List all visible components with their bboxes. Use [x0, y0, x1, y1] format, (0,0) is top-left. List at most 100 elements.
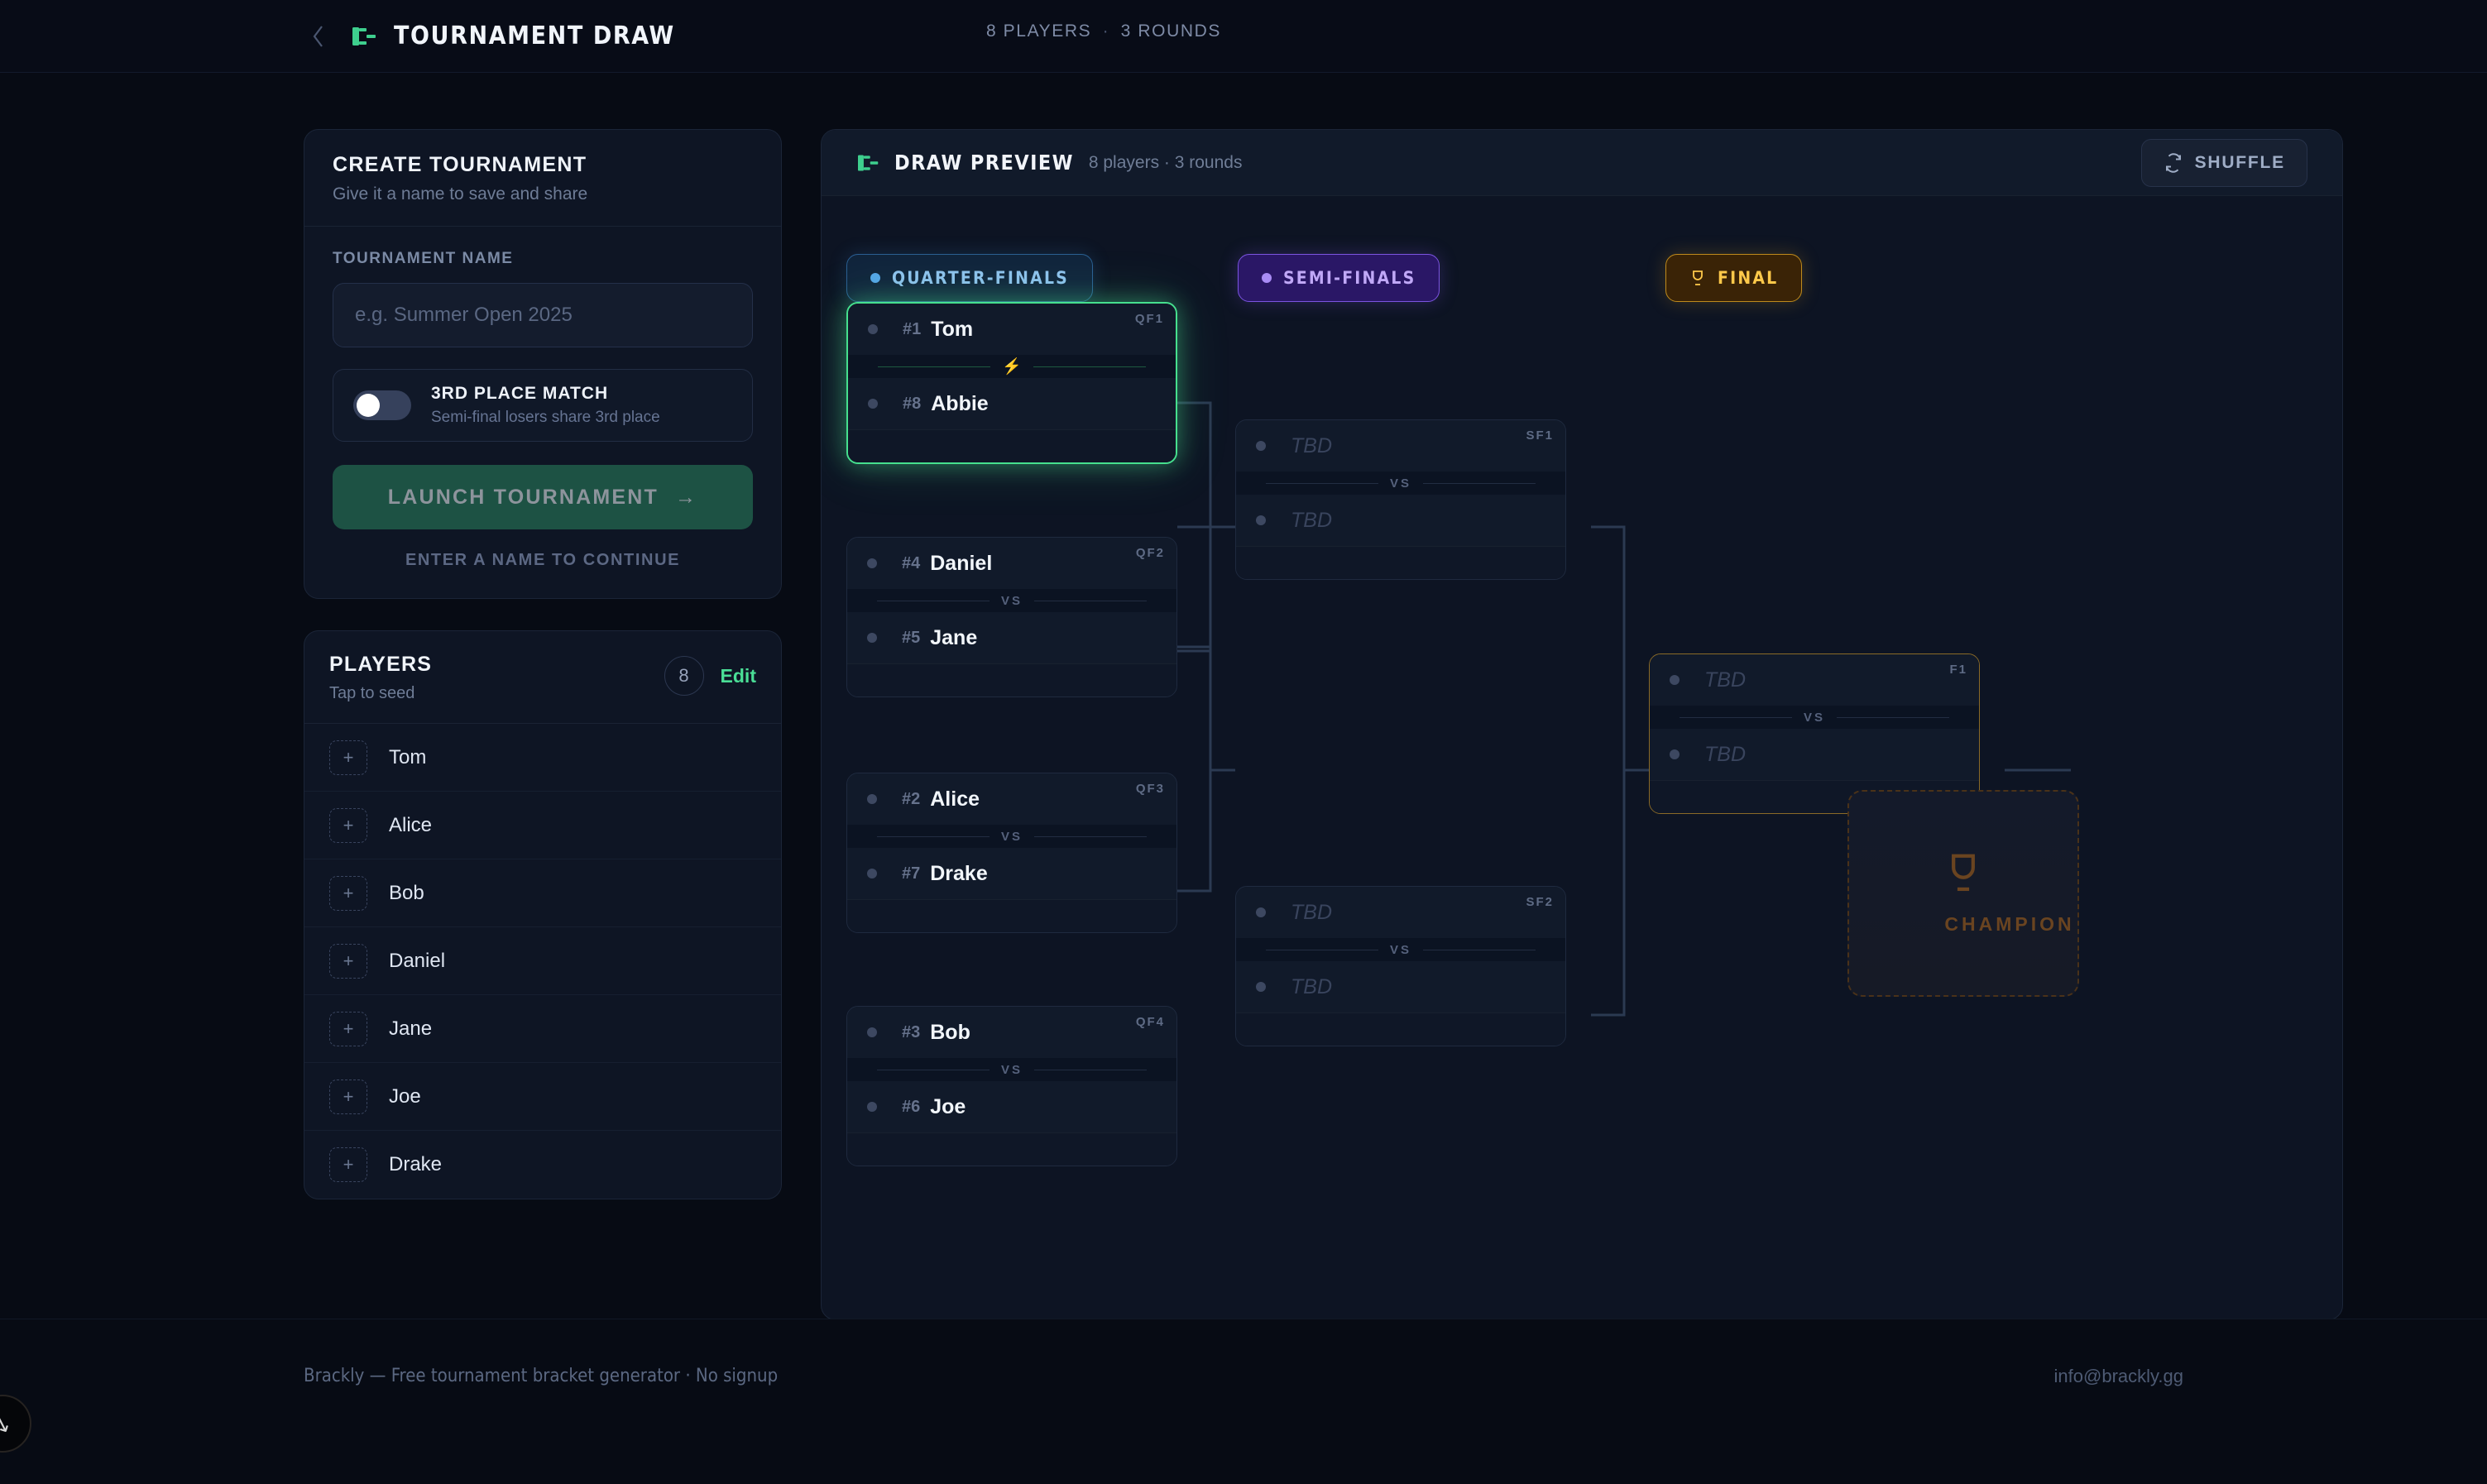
- player-name: Daniel: [389, 949, 446, 972]
- match-slot-top[interactable]: TBD: [1650, 654, 1979, 706]
- round-label: SEMI-FINALS: [1283, 268, 1416, 288]
- slot-seed: #8: [903, 394, 922, 413]
- create-card-body: TOURNAMENT NAME 3RD PLACE MATCH Semi-fin…: [304, 227, 781, 598]
- vs-rule-right: [1837, 716, 1950, 718]
- match-slot-top[interactable]: TBD: [1236, 420, 1565, 472]
- add-seed-icon[interactable]: +: [329, 875, 367, 911]
- match-tag: F1: [1949, 663, 1967, 677]
- round-pill-final[interactable]: FINAL: [1665, 254, 1803, 302]
- list-item[interactable]: + Alice: [304, 792, 781, 859]
- match-slot-top[interactable]: TBD: [1236, 887, 1565, 938]
- slot-player-name: TBD: [1704, 668, 1746, 692]
- add-seed-icon[interactable]: +: [329, 807, 367, 843]
- add-seed-icon[interactable]: +: [329, 740, 367, 775]
- slot-dot-icon: [867, 794, 877, 804]
- meta-separator: ·: [1102, 22, 1110, 41]
- third-place-title: 3RD PLACE MATCH: [431, 384, 609, 403]
- slot-player-name: Joe: [930, 1094, 966, 1118]
- third-place-switch[interactable]: [353, 390, 411, 420]
- draw-preview-meta: 8 players · 3 rounds: [1088, 152, 1243, 172]
- match-slot-top[interactable]: #1 Tom: [848, 304, 1176, 355]
- list-item[interactable]: + Jane: [304, 995, 781, 1063]
- footer-tagline: Brackly — Free tournament bracket genera…: [304, 1366, 779, 1386]
- add-seed-icon[interactable]: +: [329, 1079, 367, 1114]
- create-subtitle: Give it a name to save and share: [333, 184, 588, 203]
- vs-rule-left: [877, 835, 990, 837]
- trophy-icon: [1952, 854, 1975, 891]
- tournament-name-input[interactable]: [333, 283, 753, 347]
- match-slot-bottom[interactable]: #7 Drake: [847, 848, 1176, 899]
- slot-dot-icon: [867, 1027, 877, 1037]
- match-slot-bottom[interactable]: #6 Joe: [847, 1081, 1176, 1132]
- slot-seed: #5: [902, 628, 921, 647]
- players-card: PLAYERS Tap to seed 8 Edit + Tom + Alice: [304, 630, 782, 1199]
- champion-label: CHAMPION: [1944, 912, 2075, 935]
- match-slot-bottom[interactable]: #5 Jane: [847, 612, 1176, 663]
- list-item[interactable]: + Joe: [304, 1063, 781, 1131]
- round-pill-semi-finals[interactable]: SEMI-FINALS: [1238, 254, 1440, 302]
- match-slot-top[interactable]: #3 Bob: [847, 1007, 1176, 1058]
- match-slot-bottom[interactable]: #8 Abbie: [848, 378, 1176, 429]
- round-label: QUARTER-FINALS: [892, 268, 1069, 288]
- slot-seed: #7: [902, 864, 921, 883]
- slot-seed: #1: [903, 319, 922, 338]
- slot-player-name: TBD: [1291, 508, 1332, 532]
- list-item[interactable]: + Bob: [304, 859, 781, 927]
- shuffle-button[interactable]: SHUFFLE: [2140, 138, 2307, 187]
- match-slot-bottom[interactable]: TBD: [1236, 495, 1565, 546]
- list-item[interactable]: + Tom: [304, 724, 781, 792]
- match-card-qf4[interactable]: QF4 #3 Bob VS #6 Joe: [846, 1006, 1177, 1166]
- vs-rule-left: [878, 366, 991, 367]
- slot-player-name: TBD: [1291, 433, 1332, 457]
- add-seed-icon[interactable]: +: [329, 1011, 367, 1046]
- page-title: TOURNAMENT DRAW: [394, 22, 675, 50]
- match-card-qf2[interactable]: QF2 #4 Daniel VS #5 Jane: [846, 537, 1177, 697]
- list-item[interactable]: + Daniel: [304, 927, 781, 995]
- players-title: PLAYERS: [329, 653, 433, 676]
- tournament-name-label: TOURNAMENT NAME: [333, 250, 514, 267]
- slot-dot-icon: [867, 633, 877, 643]
- match-card-final[interactable]: F1 TBD VS TBD: [1649, 653, 1980, 814]
- slot-dot-icon: [867, 1102, 877, 1112]
- match-slot-top[interactable]: #2 Alice: [847, 773, 1176, 825]
- match-vs-bar: VS: [1650, 706, 1979, 729]
- footer-email[interactable]: info@brackly.gg: [2053, 1366, 2183, 1386]
- slot-player-name: Jane: [930, 625, 978, 649]
- create-tournament-card: CREATE TOURNAMENT Give it a name to save…: [304, 129, 782, 599]
- match-footer: [847, 1132, 1176, 1166]
- slot-dot-icon: [867, 558, 877, 568]
- shuffle-label: SHUFFLE: [2194, 152, 2285, 172]
- launch-hint: ENTER A NAME TO CONTINUE: [405, 551, 681, 569]
- round-pill-quarter-finals[interactable]: QUARTER-FINALS: [846, 254, 1093, 302]
- slot-seed: #4: [902, 553, 921, 572]
- slot-player-name: Daniel: [930, 551, 993, 575]
- launch-tournament-button[interactable]: LAUNCH TOURNAMENT →: [333, 465, 753, 529]
- match-card-qf3[interactable]: QF3 #2 Alice VS #7 Drake: [846, 773, 1177, 933]
- slot-player-name: Tom: [931, 317, 974, 341]
- match-slot-top[interactable]: #4 Daniel: [847, 538, 1176, 589]
- bracket-canvas: QUARTER-FINALS SEMI-FINALS FINAL: [822, 196, 2342, 1319]
- draw-preview-header: DRAW PREVIEW 8 players · 3 rounds SHUFFL…: [822, 130, 2342, 196]
- match-footer: [847, 663, 1176, 697]
- chevron-left-icon: [313, 25, 323, 47]
- back-button[interactable]: [306, 20, 331, 53]
- slot-player-name: Bob: [930, 1020, 970, 1044]
- match-card-sf1[interactable]: SF1 TBD VS TBD: [1235, 419, 1566, 580]
- match-tag: QF3: [1135, 782, 1165, 796]
- slot-dot-icon: [1670, 749, 1680, 759]
- list-item[interactable]: + Drake: [304, 1131, 781, 1199]
- match-card-qf1[interactable]: QF1 #1 Tom ⚡ #8 Abbie: [846, 302, 1177, 464]
- edit-players-link[interactable]: Edit: [720, 664, 756, 687]
- match-slot-bottom[interactable]: TBD: [1236, 961, 1565, 1012]
- players-count-badge: 8: [664, 656, 704, 696]
- player-name: Tom: [389, 745, 427, 768]
- add-seed-icon[interactable]: +: [329, 943, 367, 979]
- match-slot-bottom[interactable]: TBD: [1650, 729, 1979, 780]
- player-name: Jane: [389, 1017, 433, 1040]
- switch-knob: [357, 394, 380, 417]
- match-vs-bar: VS: [847, 589, 1176, 612]
- page-footer: Brackly — Free tournament bracket genera…: [0, 1319, 2487, 1484]
- match-card-sf2[interactable]: SF2 TBD VS TBD: [1235, 886, 1566, 1046]
- add-seed-icon[interactable]: +: [329, 1147, 367, 1182]
- third-place-toggle-row[interactable]: 3RD PLACE MATCH Semi-final losers share …: [333, 369, 753, 442]
